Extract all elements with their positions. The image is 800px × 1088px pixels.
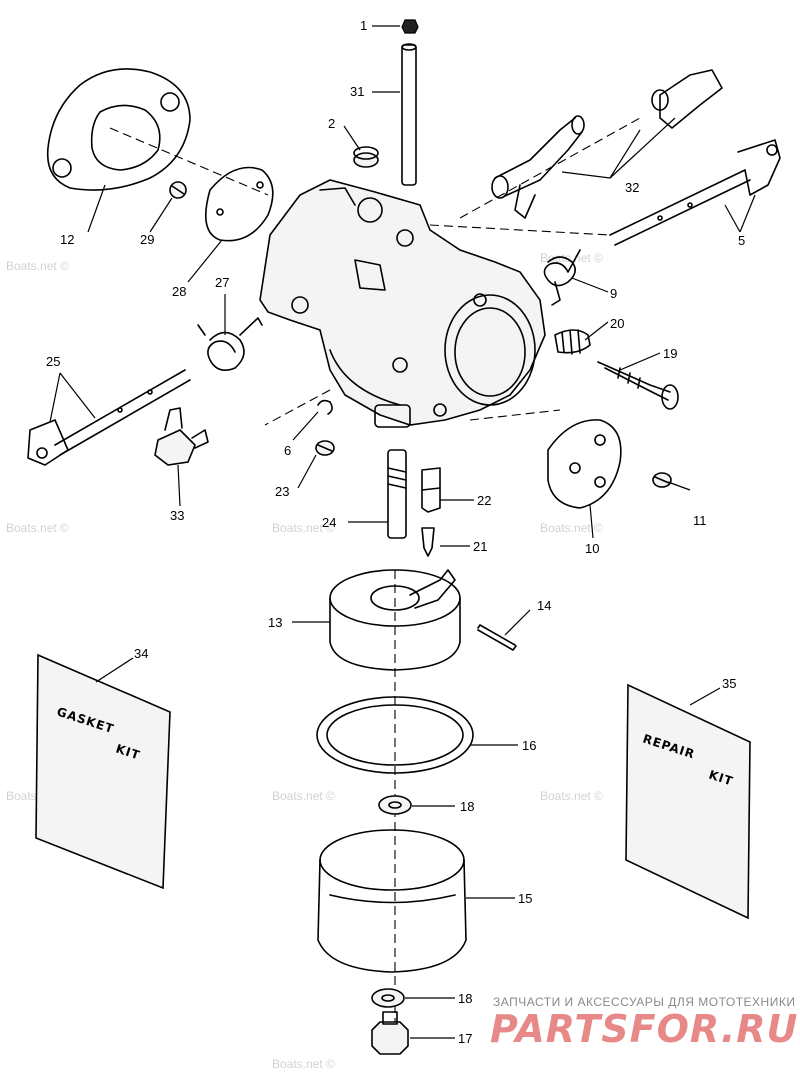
callout-10: 10 [585, 541, 599, 556]
callout-27: 27 [215, 275, 229, 290]
washer-part-18-upper [378, 795, 412, 815]
watermark: Boats.net © [272, 1057, 335, 1071]
repair-kit-card: REPAIR KIT [625, 683, 751, 920]
spring-part-9 [543, 249, 581, 306]
callouts: 1 31 2 32 5 9 20 19 11 10 12 29 28 27 25… [46, 18, 745, 1046]
washer-part-18-lower [371, 988, 405, 1008]
float-part-13 [329, 569, 461, 671]
spring-part-27 [197, 317, 263, 371]
carburetor-body [259, 179, 546, 428]
bowl-gasket-part-16 [316, 696, 474, 774]
callout-24: 24 [322, 515, 336, 530]
nut-part-1 [401, 19, 419, 34]
watermark: Boats.net © [272, 521, 335, 535]
callout-16: 16 [522, 738, 536, 753]
screw-part-29 [169, 181, 187, 199]
callout-29: 29 [140, 232, 154, 247]
callout-1: 1 [360, 18, 367, 33]
callout-21: 21 [473, 539, 487, 554]
pin-part-14 [477, 624, 517, 651]
watermark: Boats.net © [540, 251, 603, 265]
callout-14: 14 [537, 598, 551, 613]
callout-2: 2 [328, 116, 335, 131]
needle-screw-part-19 [597, 361, 679, 410]
leader-lines [49, 25, 756, 1039]
callout-25: 25 [46, 354, 60, 369]
shaft-part-25 [27, 369, 191, 466]
needle-seat-part-24 [387, 449, 407, 539]
callout-12: 12 [60, 232, 74, 247]
gasket-part-12 [46, 68, 191, 191]
screw-part-11 [652, 472, 672, 488]
elbow-fitting-part-33 [154, 407, 209, 466]
brand-caption: ЗАПЧАСТИ И АКСЕССУАРЫ ДЛЯ МОТОТЕХНИКИ [493, 995, 795, 1009]
rod-part-31 [401, 43, 417, 186]
callout-17: 17 [458, 1031, 472, 1046]
callout-31: 31 [350, 84, 364, 99]
fitting-part-32 [491, 69, 723, 219]
callout-6: 6 [284, 443, 291, 458]
screw-part-23 [315, 440, 335, 456]
plug-part-2 [353, 146, 379, 168]
callout-28: 28 [172, 284, 186, 299]
needle-part-21 [421, 527, 435, 557]
callout-9: 9 [610, 286, 617, 301]
callout-22: 22 [477, 493, 491, 508]
spring-part-20 [554, 329, 591, 355]
cover-part-10 [547, 419, 622, 509]
callout-20: 20 [610, 316, 624, 331]
callout-35: 35 [722, 676, 736, 691]
watermark: Boats.net © [6, 521, 69, 535]
diaphragm-part-28 [204, 166, 274, 242]
callout-13: 13 [268, 615, 282, 630]
callout-18-upper: 18 [460, 799, 474, 814]
float-bowl-part-15 [317, 829, 467, 973]
partsfor-branding: ЗАПЧАСТИ И АКСЕССУАРЫ ДЛЯ МОТОТЕХНИКИ PA… [490, 995, 798, 1051]
callout-15: 15 [518, 891, 532, 906]
watermark: Boats.net © [540, 521, 603, 535]
callout-19: 19 [663, 346, 677, 361]
callout-18-lower: 18 [458, 991, 472, 1006]
watermark: Boats.net © [540, 789, 603, 803]
gasket-kit-card: GASKET KIT [35, 653, 171, 890]
clip-part-6 [317, 399, 333, 415]
callout-23: 23 [275, 484, 289, 499]
callout-34: 34 [134, 646, 148, 661]
shaft-part-5 [609, 139, 781, 246]
watermark: Boats.net © [6, 259, 69, 273]
callout-5: 5 [738, 233, 745, 248]
callout-32: 32 [625, 180, 639, 195]
jet-part-22 [421, 467, 441, 513]
callout-33: 33 [170, 508, 184, 523]
brand-logo: PARTSFOR.RU [490, 1007, 798, 1051]
watermark: Boats.net © [272, 789, 335, 803]
bolt-part-17 [371, 1011, 409, 1055]
callout-11: 11 [693, 513, 707, 528]
